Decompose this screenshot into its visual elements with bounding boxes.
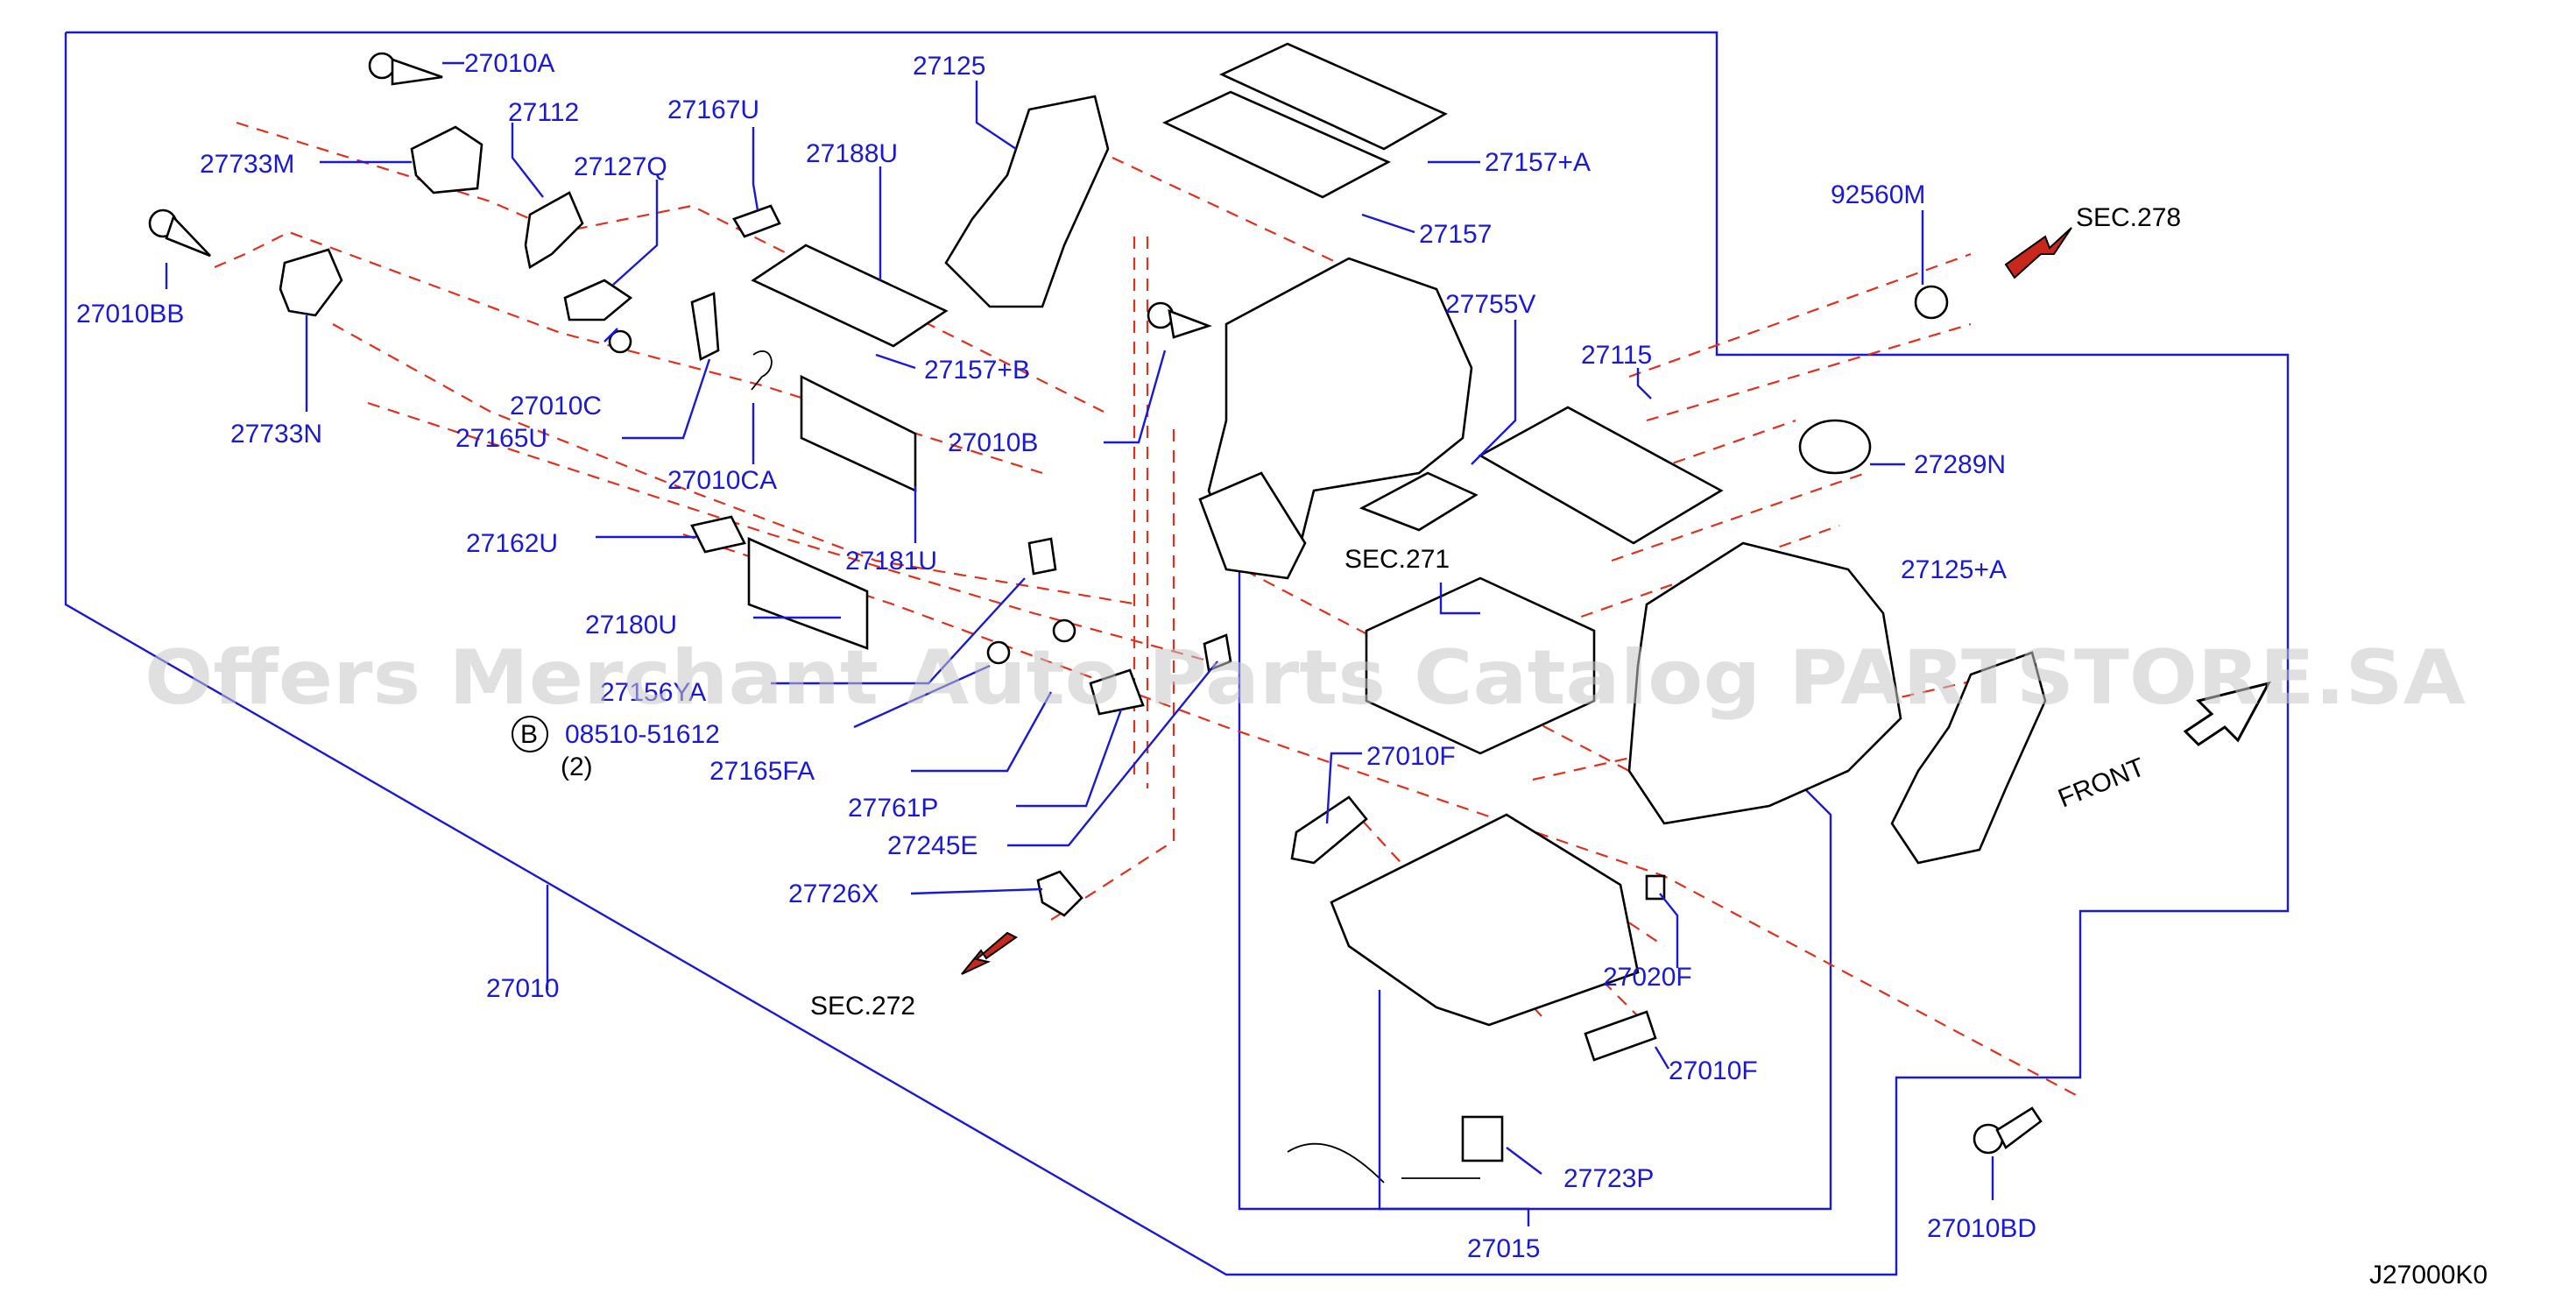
label-sec272[interactable]: SEC.272: [810, 992, 915, 1021]
label-27010[interactable]: 27010: [486, 974, 559, 1003]
section-arrows: [961, 227, 2271, 975]
b-badge-icon: [512, 716, 548, 752]
label-27010A[interactable]: 27010A: [464, 49, 554, 78]
label-27755V[interactable]: 27755V: [1445, 290, 1535, 319]
bracket-27010F-bottom-icon: [1584, 1010, 1657, 1062]
grommet-27289N-icon: [1798, 419, 1872, 475]
filter-27157-icon: [1161, 90, 1391, 199]
label-27157B[interactable]: 27157+B: [924, 356, 1030, 385]
evaporator-icon: [1365, 576, 1596, 755]
bolt-27761P-icon: [1052, 618, 1076, 643]
label-27115[interactable]: 27115: [1581, 341, 1652, 370]
label-27010BB[interactable]: 27010BB: [76, 300, 184, 329]
clip-27245E-icon: [1203, 633, 1232, 672]
bracket-icon: [1198, 471, 1307, 580]
label-27157A[interactable]: 27157+A: [1485, 148, 1591, 177]
label-27723P[interactable]: 27723P: [1563, 1164, 1654, 1193]
leader-lines: [165, 61, 1994, 1226]
label-27125A[interactable]: 27125+A: [1901, 555, 2007, 584]
duct-27125A-icon: [1890, 651, 2047, 865]
link-27733N-icon: [279, 248, 343, 317]
subassembly-frame: [1238, 425, 1832, 1211]
spring-27010CA-icon: [751, 350, 773, 391]
part-shapes: [148, 42, 2047, 1183]
label-27180U[interactable]: 27180U: [585, 611, 677, 639]
plate-27127Q-icon: [563, 279, 633, 321]
label-27112[interactable]: 27112: [508, 98, 579, 127]
label-27162U[interactable]: 27162U: [466, 529, 558, 558]
label-27156YA[interactable]: 27156YA: [600, 678, 706, 707]
lever-27162U-icon: [690, 515, 746, 554]
lower-case-icon: [1330, 813, 1640, 1027]
heater-core-27115-icon: [1478, 406, 1724, 545]
label-27165FA[interactable]: 27165FA: [709, 757, 815, 786]
gasket-icon: [1359, 471, 1479, 532]
label-27010C[interactable]: 27010C: [510, 392, 602, 420]
arrow-sec272-icon: [961, 931, 1018, 975]
clip-27156YA-icon: [1027, 537, 1057, 576]
lever-27112-icon: [524, 191, 584, 270]
link-27733M-icon: [410, 125, 483, 194]
bracket-27010F-top-icon: [1290, 795, 1368, 865]
arrow-front-icon: [2183, 681, 2271, 746]
bolt-27010B-icon: [1147, 301, 1212, 339]
label-front: FRONT: [2054, 752, 2149, 813]
label-27188U[interactable]: 27188U: [806, 139, 898, 168]
label-27165U[interactable]: 27165U: [455, 424, 547, 453]
right-case-icon: [1627, 541, 1902, 825]
b-badge-label: B: [520, 720, 538, 749]
label-27010F-top[interactable]: 27010F: [1366, 742, 1456, 771]
label-08510-51612[interactable]: 08510-51612: [565, 720, 720, 749]
screw-27010BB-icon: [148, 208, 211, 258]
arrow-sec278-icon: [2004, 227, 2072, 279]
door-27180U-icon: [747, 536, 869, 650]
filter-27157A-icon: [1218, 42, 1448, 151]
grommet-92560M-icon: [1914, 285, 1949, 320]
door-27188U-icon: [751, 244, 949, 348]
label-27127Q[interactable]: 27127Q: [574, 152, 667, 181]
label-sec271[interactable]: SEC.271: [1344, 545, 1450, 574]
clip-27020F-icon: [1645, 874, 1666, 901]
label-27015[interactable]: 27015: [1467, 1234, 1540, 1263]
label-27157[interactable]: 27157: [1419, 220, 1492, 249]
clip-27165U-icon: [690, 292, 720, 361]
watermark: Offers Merchant Auto Parts Catalog PARTS…: [145, 634, 2466, 722]
label-27726X[interactable]: 27726X: [788, 880, 879, 908]
label-27010CA[interactable]: 27010CA: [667, 466, 777, 495]
label-27167U[interactable]: 27167U: [667, 95, 759, 124]
label-92560M[interactable]: 92560M: [1831, 180, 1925, 209]
screw-27010A-icon: [368, 52, 443, 86]
label-27733N[interactable]: 27733N: [230, 420, 322, 449]
label-27125[interactable]: 27125: [913, 52, 985, 81]
assembly-frame: [64, 31, 2290, 1276]
connector-27723P-icon: [1461, 1115, 1504, 1162]
clip-27167U-icon: [732, 204, 781, 238]
upper-case-icon: [1207, 257, 1473, 562]
label-27733M[interactable]: 27733M: [200, 150, 294, 179]
label-27245E[interactable]: 27245E: [887, 831, 977, 860]
duct-27125-icon: [944, 95, 1110, 308]
label-27010B[interactable]: 27010B: [948, 428, 1038, 457]
bolt-27010BD-icon: [1973, 1106, 2043, 1155]
label-27181U[interactable]: 27181U: [845, 547, 937, 576]
label-qty-2: (2): [561, 752, 593, 781]
part-labels: 27010A 27112 27167U 27125 27733M 27127Q …: [76, 49, 2488, 1289]
diagram-code: J27000K0: [2369, 1261, 2488, 1289]
label-27010BD[interactable]: 27010BD: [1927, 1214, 2036, 1243]
label-27289N[interactable]: 27289N: [1914, 450, 2006, 479]
label-27010F-bottom[interactable]: 27010F: [1669, 1056, 1758, 1085]
door-27181U-icon: [800, 374, 917, 493]
label-27020F[interactable]: 27020F: [1603, 963, 1692, 992]
sensor-27726X-icon: [1036, 870, 1083, 917]
bolt-08510-icon: [986, 640, 1011, 665]
label-27761P[interactable]: 27761P: [848, 794, 938, 823]
actuator-27761P-icon: [1089, 668, 1145, 716]
label-sec278[interactable]: SEC.278: [2076, 203, 2181, 232]
